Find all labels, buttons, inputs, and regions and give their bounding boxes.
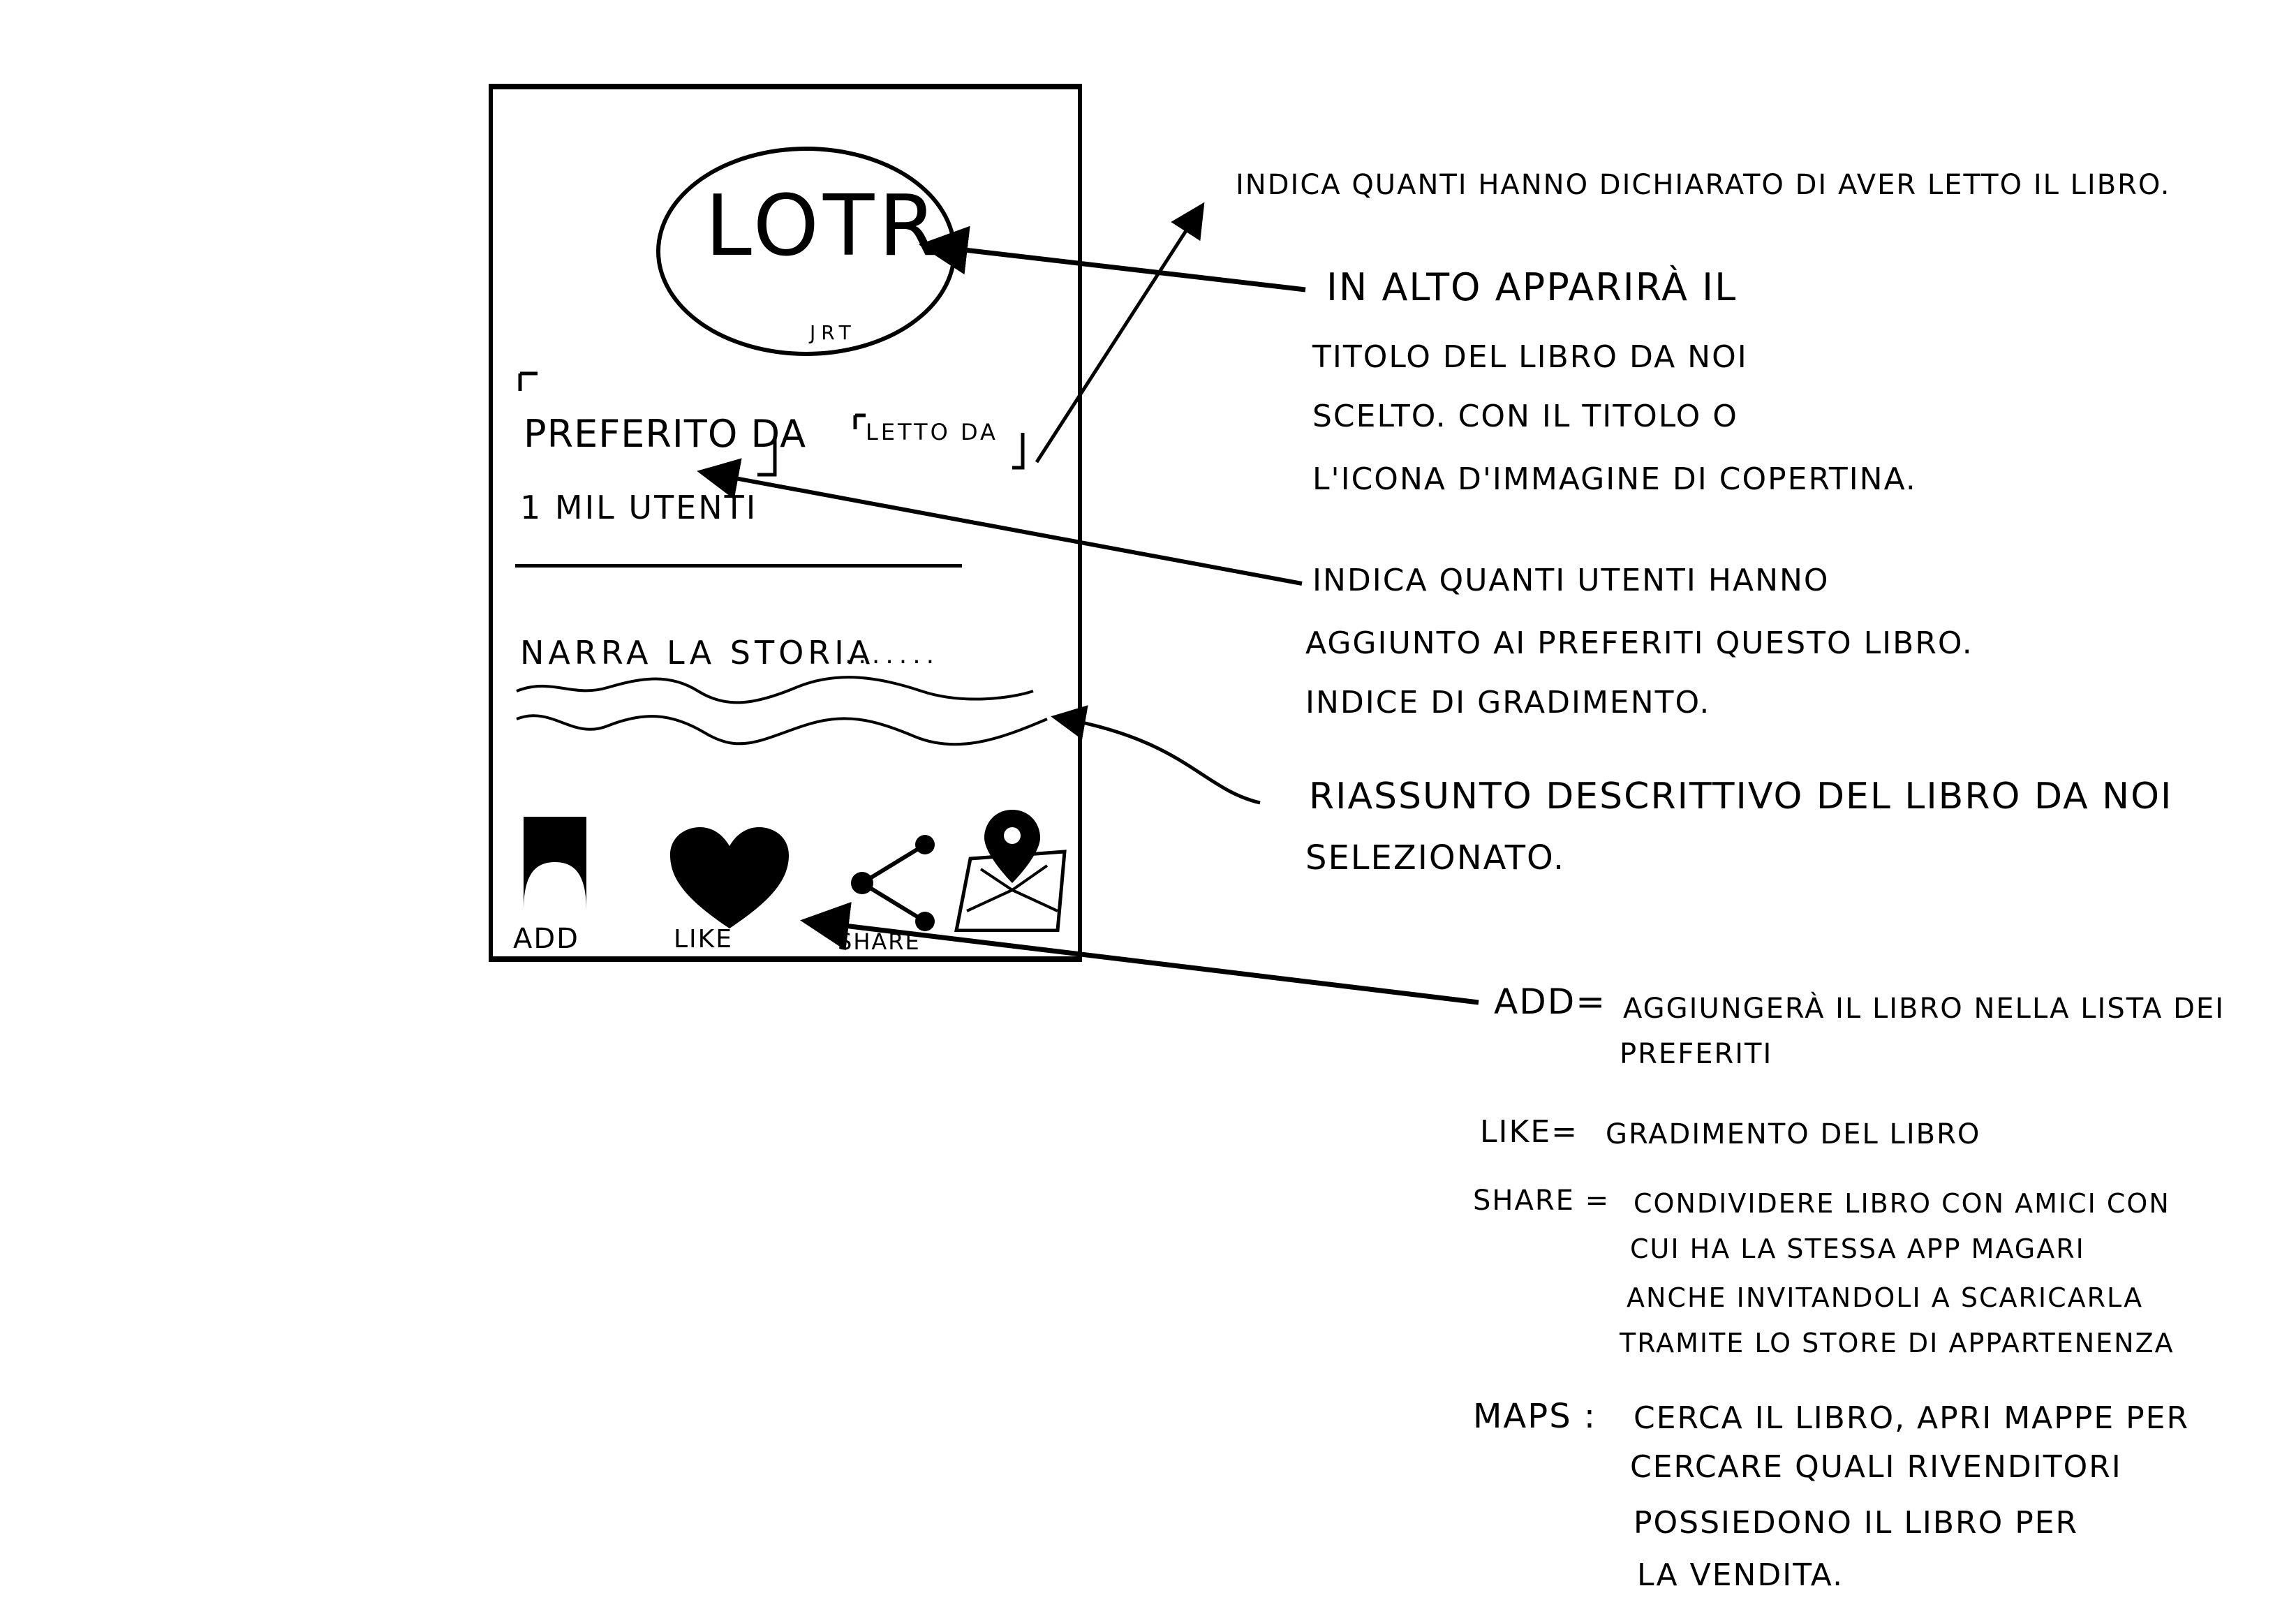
legend-share-desc-4: TRAMITE LO STORE DI APPARTENENZA	[1620, 1328, 2175, 1358]
legend-like-key: LIKE=	[1480, 1114, 1579, 1150]
share-icon	[851, 835, 935, 931]
legend-maps-key: MAPS :	[1473, 1397, 1597, 1436]
annotation-title-line-1: IN ALTO APPARIRÀ IL	[1326, 265, 1738, 309]
legend-share-desc-1: CONDIVIDERE LIBRO CON AMICI CON	[1634, 1188, 2170, 1219]
phone-frame	[489, 84, 1082, 962]
legend-maps-desc-1: CERCA IL LIBRO, APRI MAPPE PER	[1634, 1400, 2190, 1436]
book-author: JRT	[810, 321, 857, 344]
legend-maps-desc-4: LA VENDITA.	[1637, 1557, 1844, 1593]
legend-like-desc: GRADIMENTO DEL LIBRO	[1606, 1118, 1981, 1150]
legend-add-desc-1: AGGIUNGERÀ IL LIBRO NELLA LISTA DEI	[1623, 993, 2225, 1025]
annotation-title-line-4: L'ICONA D'IMMAGINE DI COPERTINA.	[1312, 461, 1917, 497]
bookmark-icon	[524, 817, 586, 911]
annotation-title-line-2: TITOLO DEL LIBRO DA NOI	[1312, 339, 1748, 375]
divider	[515, 564, 962, 568]
annotation-summary-line-2: SELEZIONATO.	[1305, 838, 1566, 877]
like-button[interactable]	[667, 824, 792, 935]
annotation-read-by: INDICA QUANTI HANNO DICHIARATO DI AVER L…	[1236, 169, 2171, 201]
legend-maps-desc-3: POSSIEDONO IL LIBRO PER	[1634, 1505, 2079, 1541]
read-by-label: LETTO DA	[866, 419, 998, 445]
heart-icon	[670, 827, 789, 928]
legend-share-desc-3: ANCHE INVITANDOLI A SCARICARLA	[1627, 1282, 2144, 1313]
arrow-summary	[1051, 705, 1261, 805]
legend-add-key: ADD=	[1494, 981, 1607, 1022]
story-heading: NARRA LA STORIA	[520, 634, 875, 672]
favorited-count: 1 MIL UTENTI	[520, 489, 758, 526]
maps-button[interactable]	[953, 806, 1072, 933]
favorited-label: PREFERITO DA	[524, 412, 807, 456]
book-title: LOTR	[705, 178, 941, 275]
legend-share-desc-2: CUI HA LA STESSA APP MAGARI	[1630, 1233, 2085, 1264]
map-pin-icon	[954, 810, 1067, 933]
share-button-label: SHARE	[838, 928, 921, 955]
add-button[interactable]	[520, 813, 590, 918]
share-button[interactable]	[841, 831, 946, 935]
legend-add-desc-2: PREFERITI	[1620, 1038, 1773, 1070]
story-ellipsis: .......	[845, 641, 940, 669]
like-button-label: LIKE	[674, 925, 734, 954]
annotation-favorites-line-1: INDICA QUANTI UTENTI HANNO	[1312, 563, 1830, 598]
annotation-summary-line-1: RIASSUNTO DESCRITTIVO DEL LIBRO DA NOI	[1309, 776, 2173, 817]
legend-maps-desc-2: CERCARE QUALI RIVENDITORI	[1630, 1449, 2122, 1485]
annotation-favorites-line-2: AGGIUNTO AI PREFERITI QUESTO LIBRO.	[1305, 625, 1973, 661]
legend-share-key: SHARE =	[1473, 1185, 1610, 1217]
annotation-favorites-line-3: INDICE DI GRADIMENTO.	[1305, 685, 1711, 720]
book-cover[interactable]	[656, 147, 956, 356]
annotation-title-line-3: SCELTO. CON IL TITOLO O	[1312, 399, 1738, 434]
add-button-label: ADD	[513, 923, 579, 955]
